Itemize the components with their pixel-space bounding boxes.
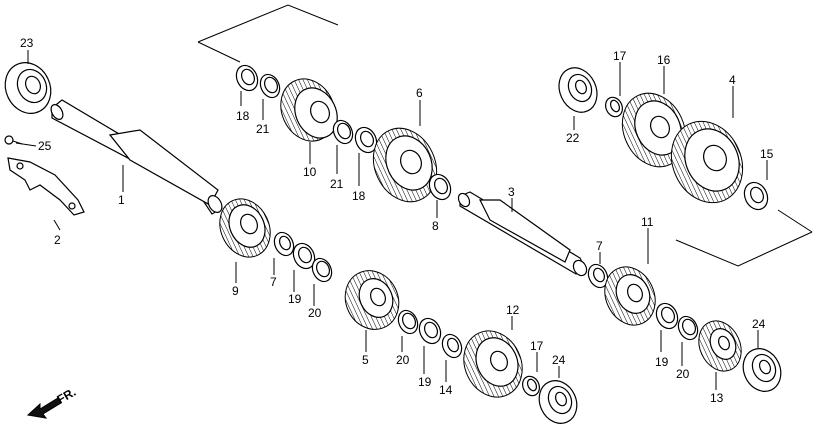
- label-11: 11: [641, 215, 654, 229]
- part-labels: 23 25 2 1 9 7 19 20 5 20 19 14 12 17 24 …: [20, 36, 774, 405]
- washer-19b: [418, 317, 442, 345]
- bushing-8: [428, 173, 452, 201]
- gear-11: [604, 266, 656, 326]
- label-23: 23: [20, 36, 34, 50]
- gear-4: [670, 120, 744, 204]
- gear-6: [372, 127, 438, 203]
- bearing-22: [558, 67, 598, 113]
- plate-2: [7, 157, 85, 216]
- front-direction-arrow: FR.: [26, 385, 78, 419]
- label-18a: 18: [236, 109, 250, 123]
- label-19c: 19: [655, 355, 669, 369]
- washer-18b: [354, 126, 378, 154]
- label-9: 9: [232, 284, 239, 298]
- label-3: 3: [508, 185, 515, 199]
- bracket-lower-right: [675, 209, 813, 267]
- bearing-24a: [742, 348, 782, 392]
- washer-19a: [292, 242, 316, 270]
- washer-18a: [235, 64, 259, 92]
- bushing-14: [441, 333, 463, 359]
- gear-9: [219, 198, 271, 258]
- label-19a: 19: [288, 292, 302, 306]
- bolt-25: [4, 135, 23, 145]
- label-22: 22: [566, 131, 580, 145]
- label-2: 2: [54, 233, 61, 247]
- circlip-20c: [677, 315, 699, 341]
- label-7a: 7: [270, 275, 277, 289]
- circlip-21a: [259, 73, 281, 99]
- circlip-21b: [332, 119, 354, 145]
- label-14: 14: [439, 383, 453, 397]
- label-4: 4: [729, 73, 736, 87]
- label-20a: 20: [308, 306, 322, 320]
- label-21a: 21: [256, 122, 270, 136]
- label-10: 10: [303, 165, 317, 179]
- label-20c: 20: [676, 367, 690, 381]
- label-8: 8: [432, 219, 439, 233]
- label-5: 5: [362, 353, 369, 367]
- label-17a: 17: [613, 49, 627, 63]
- gear-13: [698, 320, 742, 372]
- label-21b: 21: [330, 177, 344, 191]
- label-17b: 17: [530, 339, 544, 353]
- bearing-23: [4, 62, 52, 114]
- bushing-7a: [273, 231, 295, 257]
- countershaft-3: [457, 191, 588, 277]
- circlip-20b: [397, 309, 419, 335]
- label-19b: 19: [418, 375, 432, 389]
- bracket-upper-left: [197, 4, 339, 63]
- washer-19c: [655, 302, 679, 330]
- circlip-20a: [311, 257, 333, 283]
- gear-10: [280, 78, 338, 142]
- gear-5: [344, 270, 400, 330]
- label-24b: 24: [552, 353, 566, 367]
- label-15: 15: [760, 147, 774, 161]
- label-13: 13: [710, 391, 724, 405]
- label-20b: 20: [396, 353, 410, 367]
- label-18b: 18: [352, 189, 366, 203]
- washer-17a: [605, 96, 623, 118]
- leader-lines: [15, 50, 768, 390]
- bearing-24b: [538, 380, 578, 424]
- label-16: 16: [657, 53, 671, 67]
- bushing-7b: [587, 263, 609, 289]
- gear-16: [621, 92, 687, 168]
- label-6: 6: [416, 86, 423, 100]
- washer-17b: [522, 375, 540, 397]
- gear-12: [463, 330, 523, 398]
- mainshaft-1: [50, 99, 223, 215]
- label-24a: 24: [752, 317, 766, 331]
- label-12: 12: [506, 303, 520, 317]
- bushing-15: [743, 181, 769, 211]
- label-25: 25: [38, 139, 52, 153]
- label-7b: 7: [596, 239, 603, 253]
- label-1: 1: [118, 193, 125, 207]
